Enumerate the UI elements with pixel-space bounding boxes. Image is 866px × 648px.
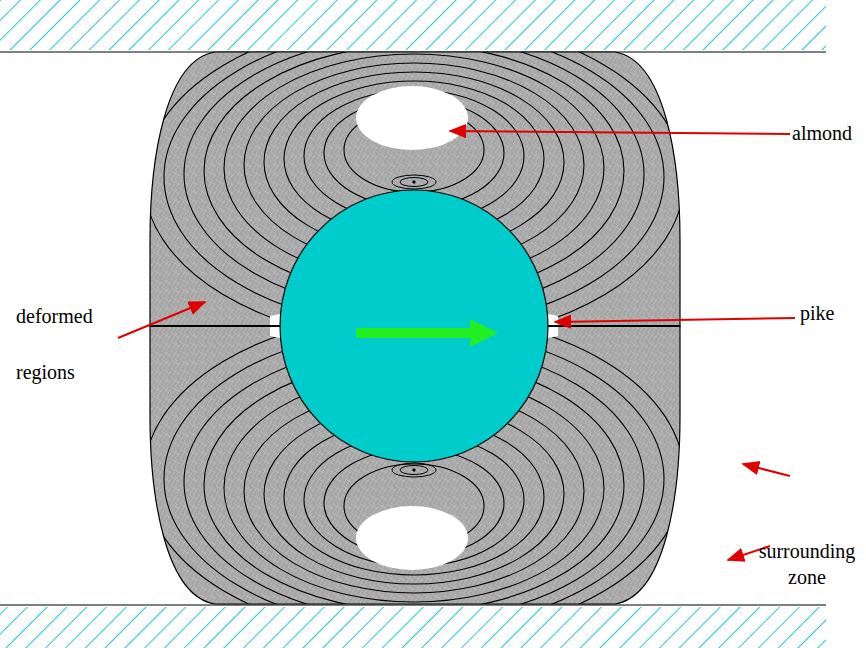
wall-hatch [0, 607, 826, 648]
almond-zone [356, 86, 468, 150]
leader-arrow [118, 131, 795, 560]
callout-label: pike [800, 300, 860, 326]
callout-label: surrounding zone [752, 538, 862, 590]
velocity-arrow [356, 319, 498, 347]
callout-label: deformed regions [16, 288, 112, 400]
particle [280, 190, 548, 462]
wall-line [0, 605, 826, 606]
almond-zone [356, 506, 468, 570]
wall-hatch [0, 0, 826, 50]
callout-label: almond [792, 120, 862, 146]
